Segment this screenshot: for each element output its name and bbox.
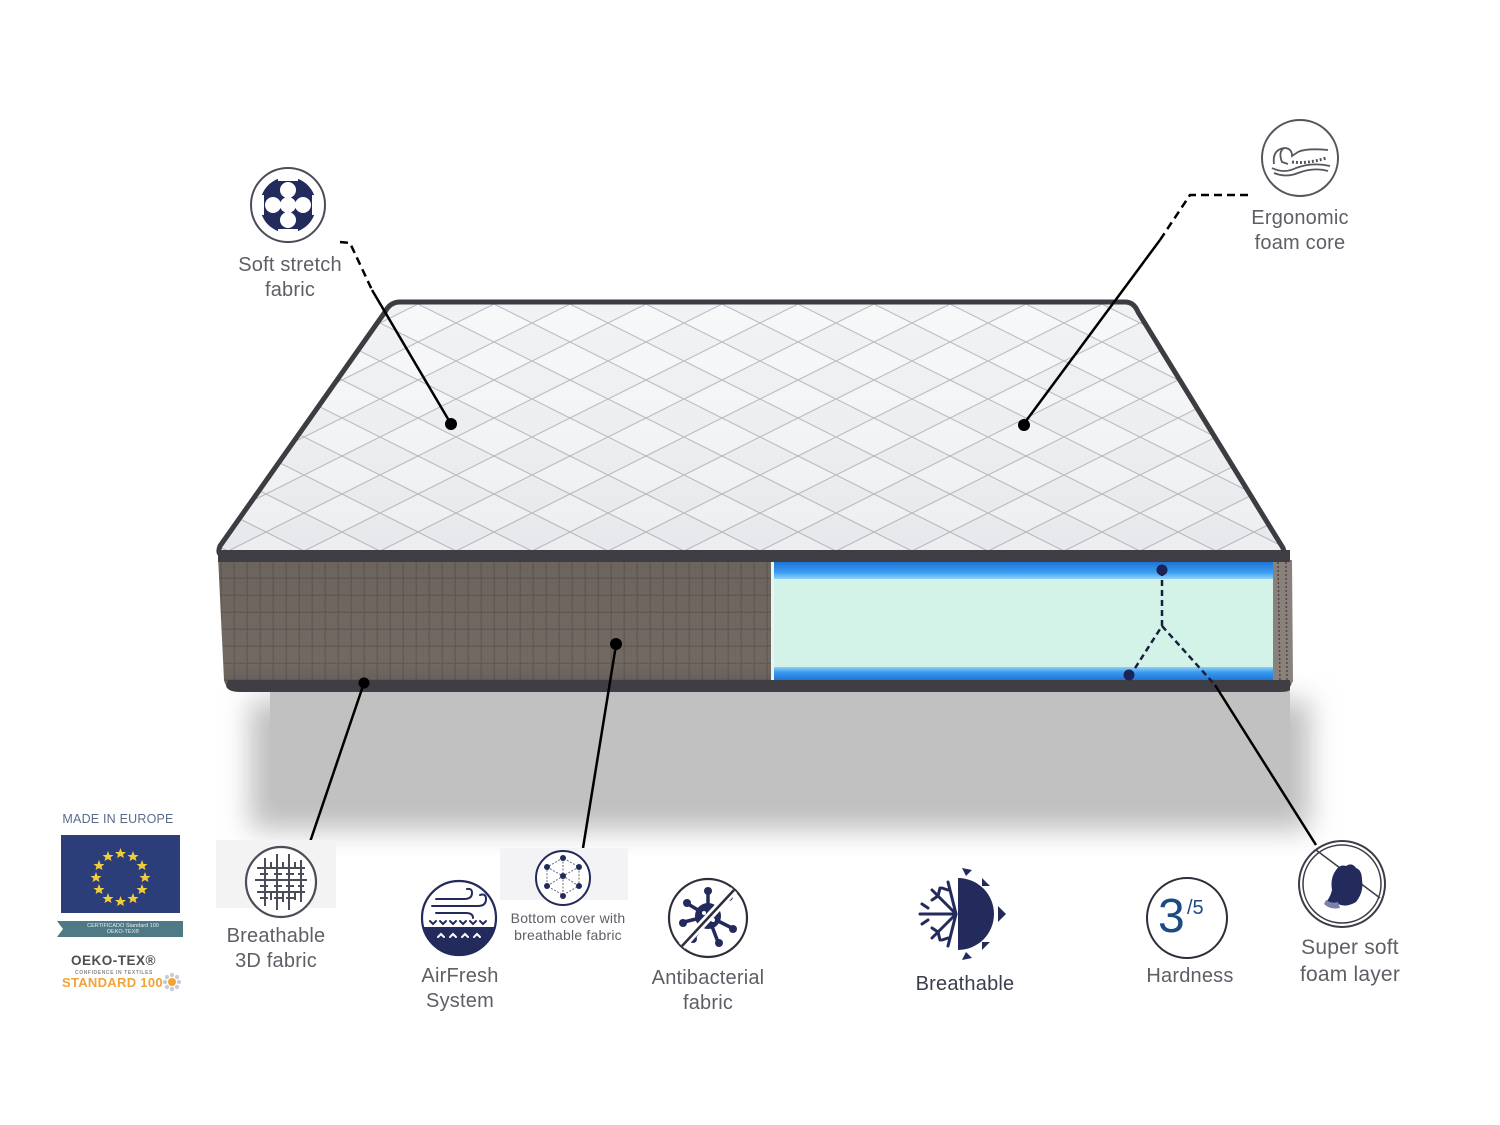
feature-bottom-cover: Bottom cover with breathable fabric (500, 848, 630, 958)
no-bacteria-icon (666, 876, 750, 960)
hardness-rating-icon (1145, 876, 1229, 960)
airfresh-label: AirFresh System (421, 965, 499, 1012)
soft-stretch-label: Soft stretch fabric (238, 254, 342, 301)
feature-super-soft: Super soft foam layer (1280, 836, 1420, 996)
cube-network-icon (533, 848, 593, 908)
hand-press-icon (1296, 838, 1388, 930)
leader-lines (308, 193, 1318, 849)
made-in-europe-label: MADE IN EUROPE (62, 812, 174, 826)
stretch-fabric-icon (249, 166, 327, 244)
hardness-value: 3 (1158, 890, 1185, 943)
snow-sun-icon (910, 866, 1010, 962)
certification-block: MADE IN EUROPE CERTIFICAD (0, 805, 236, 1005)
leader-dots (358, 418, 1168, 689)
feature-breathable: Breathable (900, 866, 1030, 1006)
hardness-label: Hardness (1146, 965, 1234, 987)
eu-flag-icon (61, 835, 180, 913)
oeko-tex-standard: STANDARD 100 (62, 975, 163, 990)
hardness-scale: /5 (1187, 897, 1204, 919)
weave-3d-icon (243, 844, 319, 920)
ribbon-text: CERTIFICADO Standard 100 OEKO-TEX® (87, 923, 159, 935)
oeko-flower-icon (162, 972, 182, 992)
breathable-3d-label: Breathable 3D fabric (226, 925, 326, 972)
floor-shadow (250, 690, 1310, 830)
airflow-icon (418, 877, 500, 959)
oeko-tex-ribbon (57, 921, 183, 937)
feature-hardness: 3 /5 Hardness (1130, 876, 1250, 1006)
ergonomic-label: Ergonomic foam core (1251, 207, 1349, 254)
antibacterial-label: Antibacterial fabric (651, 967, 765, 1014)
foam-cutaway (771, 562, 1273, 680)
feature-breathable-3d: Breathable 3D fabric (216, 840, 336, 990)
mattress-top (216, 299, 1290, 562)
feature-antibacterial: Antibacterial fabric (640, 876, 780, 1026)
feature-airfresh: AirFresh System (400, 874, 520, 1024)
breathable-label: Breathable (915, 973, 1015, 995)
super-soft-label: Super soft foam layer (1299, 936, 1401, 986)
oeko-tex-brand: OEKO-TEX® (71, 953, 156, 968)
bottom-cover-label: Bottom cover with breathable fabric (510, 910, 626, 943)
oeko-tex-tagline: CONFIDENCE IN TEXTILES (75, 970, 153, 976)
ergonomic-body-icon (1260, 118, 1340, 198)
